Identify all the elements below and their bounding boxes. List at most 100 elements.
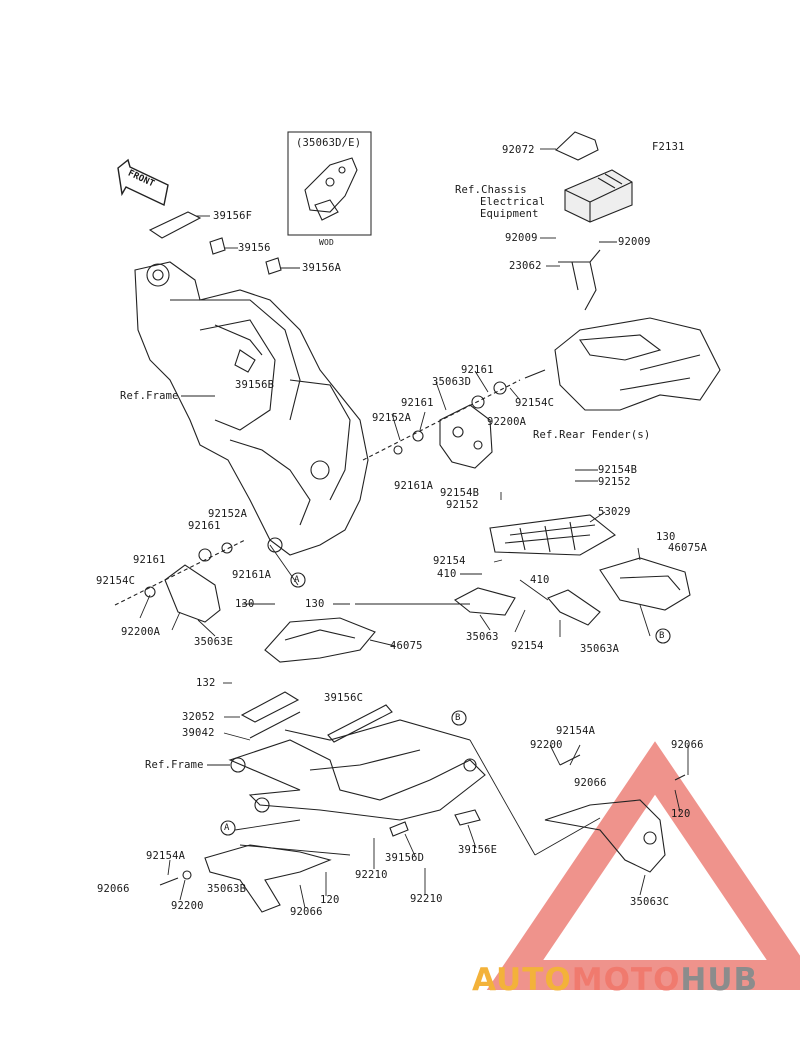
part-label: 92200A: [487, 416, 527, 428]
part-label: 92154: [433, 555, 466, 567]
part-label: 130: [235, 598, 255, 610]
ref-label: Equipment: [480, 208, 539, 220]
watermark-triangle: [486, 741, 800, 990]
part-label: 46075: [390, 640, 423, 652]
part-label: 35063D: [432, 376, 472, 388]
part-label: 92154: [511, 640, 544, 652]
part-label: 39156B: [235, 379, 275, 391]
part-label: 92154B: [598, 464, 638, 476]
ref-label: Electrical: [480, 196, 546, 208]
bracket-35063D: [362, 369, 546, 469]
rear-fender-part: [554, 317, 721, 411]
part-label: 35063A: [580, 643, 620, 655]
watermark-part2: MOTO: [571, 962, 681, 998]
callout-b-2: B: [455, 713, 461, 723]
part-label: 92152: [598, 476, 631, 488]
callout-circle-a-2: [220, 820, 236, 836]
bracket-35063C: [544, 754, 686, 873]
part-label: 39156F: [213, 210, 253, 222]
part-label: 120: [320, 894, 340, 906]
part-label: 92066: [671, 739, 704, 751]
cover-46075: [264, 617, 376, 663]
figure-code: F2131: [652, 141, 685, 153]
tape-39156C: [327, 704, 393, 743]
bracket-39156F: [148, 211, 202, 239]
bracket-92072: [555, 131, 599, 161]
pad-39156A: [265, 257, 282, 275]
bracket-35063: [453, 587, 516, 616]
main-frame-part: [134, 261, 369, 556]
ref-label: Ref.Rear Fender(s): [533, 429, 651, 441]
part-label: 46075A: [668, 542, 708, 554]
part-label: 92066: [290, 906, 323, 918]
variant-inset-box: [287, 131, 372, 236]
part-label: 39156D: [385, 852, 425, 864]
part-label: 23062: [509, 260, 542, 272]
part-label: 92154B: [440, 487, 480, 499]
cover-46075A: [599, 557, 691, 611]
subframe-part: [228, 719, 486, 821]
part-label: 92161A: [232, 569, 272, 581]
callout-circle-b-2: [451, 710, 467, 726]
watermark-logo: AUTOMOTOHUB: [472, 962, 758, 998]
callout-a-2: A: [224, 823, 230, 833]
part-label: 410: [437, 568, 457, 580]
part-label: 92200A: [121, 626, 161, 638]
bracket-23062: [558, 249, 601, 311]
watermark-part1: AUTO: [472, 962, 572, 998]
part-label: 92154C: [515, 397, 555, 409]
part-label: 92200: [171, 900, 204, 912]
callout-b-1: B: [659, 631, 665, 641]
part-label: 92152A: [208, 508, 248, 520]
callout-circle-b-1: [655, 628, 671, 644]
footrest-53029: [489, 514, 616, 556]
front-arrow-icon: [117, 158, 169, 207]
part-label: 92154C: [96, 575, 136, 587]
callout-circle-a-1: [290, 572, 306, 588]
part-label: 92161A: [394, 480, 434, 492]
part-label: 92152A: [372, 412, 412, 424]
part-label: 92210: [355, 869, 388, 881]
callout-a-1: A: [294, 575, 300, 585]
part-label: 39156A: [302, 262, 342, 274]
part-label: 92066: [97, 883, 130, 895]
part-label: 32052: [182, 711, 215, 723]
ref-label: Ref.Chassis: [455, 184, 527, 196]
part-label: 130: [656, 531, 676, 543]
pad-39156: [209, 237, 226, 255]
bracket-32052: [240, 691, 301, 739]
part-label: 92152: [446, 499, 479, 511]
part-label: 92200: [530, 739, 563, 751]
ref-label: Ref.Frame: [145, 759, 204, 771]
part-label: 92161: [188, 520, 221, 532]
part-label: 39156C: [324, 692, 364, 704]
battery-part: [564, 169, 633, 223]
inset-bracket-drawing: [304, 157, 358, 221]
part-label: 35063: [466, 631, 499, 643]
part-label: 39042: [182, 727, 215, 739]
part-label: 39156: [238, 242, 271, 254]
tape-39156D: [389, 821, 409, 837]
part-label: 92154A: [146, 850, 186, 862]
tape-39156E: [454, 809, 481, 826]
bracket-35063A: [547, 589, 601, 626]
part-label: 39156E: [458, 844, 498, 856]
part-label: 35063E: [194, 636, 234, 648]
inset-header: (35063D/E): [296, 137, 362, 149]
bracket-35063E: [114, 539, 246, 623]
part-label: 92072: [502, 144, 535, 156]
part-label: 92154A: [556, 725, 596, 737]
part-label: 132: [196, 677, 216, 689]
ref-label: Ref.Frame: [120, 390, 179, 402]
inset-footer: WOD: [319, 238, 335, 247]
part-label: 92066: [574, 777, 607, 789]
bracket-35063B: [159, 844, 332, 913]
part-label: 92161: [461, 364, 494, 376]
part-label: 92161: [401, 397, 434, 409]
part-label: 92210: [410, 893, 443, 905]
part-label: 92009: [505, 232, 538, 244]
part-label: 130: [305, 598, 325, 610]
part-label: 35063B: [207, 883, 247, 895]
part-label: 92009: [618, 236, 651, 248]
